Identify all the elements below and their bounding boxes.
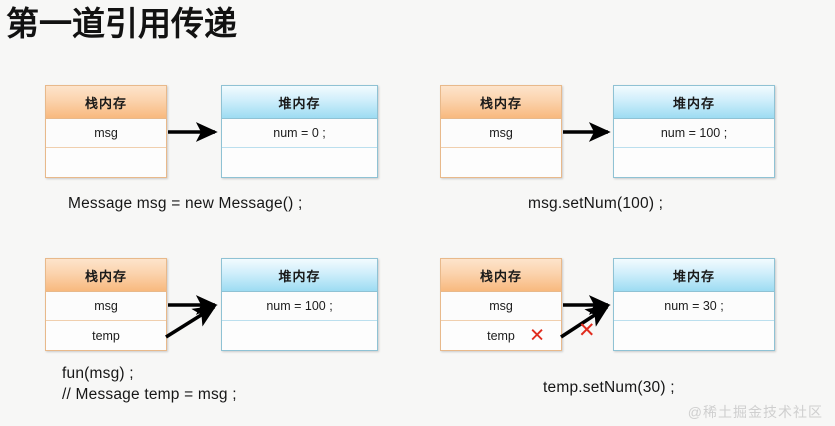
heap-row-empty-3 [222, 321, 377, 350]
caption-1: Message msg = new Message() ; [68, 195, 303, 212]
caption-4: temp.setNum(30) ; [543, 379, 675, 396]
stack-memory-box-1: 栈内存 msg [45, 85, 167, 178]
stack-memory-box-4: 栈内存 msg temp ✕ [440, 258, 562, 351]
stack-row-msg-3: msg [46, 292, 166, 321]
stack-header-4: 栈内存 [441, 259, 561, 292]
heap-memory-box-3: 堆内存 num = 100 ; [221, 258, 378, 351]
stack-row-temp-4: temp ✕ [441, 321, 561, 350]
heap-row-empty-4 [614, 321, 774, 350]
stack-memory-box-2: 栈内存 msg [440, 85, 562, 178]
heap-row-num-2: num = 100 ; [614, 119, 774, 148]
stack-row-msg-1: msg [46, 119, 166, 148]
stack-row-empty-2 [441, 148, 561, 177]
heap-row-num-1: num = 0 ; [222, 119, 377, 148]
heap-row-num-3: num = 100 ; [222, 292, 377, 321]
caption-3: fun(msg) ; // Message temp = msg ; [62, 365, 237, 403]
heap-memory-box-1: 堆内存 num = 0 ; [221, 85, 378, 178]
arrow-temp-to-heap-3 [165, 305, 217, 339]
heap-header-3: 堆内存 [222, 259, 377, 292]
stack-row-temp-3: temp [46, 321, 166, 350]
stack-memory-box-3: 栈内存 msg temp [45, 258, 167, 351]
stack-row-msg-2: msg [441, 119, 561, 148]
heap-header-4: 堆内存 [614, 259, 774, 292]
page-title: 第一道引用传递 [6, 5, 237, 42]
x-mark-icon-temp-arrow: ✕ [578, 318, 596, 342]
heap-memory-box-4: 堆内存 num = 30 ; [613, 258, 775, 351]
stack-header-2: 栈内存 [441, 86, 561, 119]
heap-row-num-4: num = 30 ; [614, 292, 774, 321]
stack-header-1: 栈内存 [46, 86, 166, 119]
x-mark-icon-temp-row: ✕ [529, 324, 545, 346]
heap-row-empty-2 [614, 148, 774, 177]
watermark: @稀土掘金技术社区 [687, 404, 823, 420]
stack-header-3: 栈内存 [46, 259, 166, 292]
heap-header-1: 堆内存 [222, 86, 377, 119]
heap-row-empty-1 [222, 148, 377, 177]
stack-row-temp-label-4: temp [487, 328, 515, 343]
stack-row-msg-4: msg [441, 292, 561, 321]
arrow-temp-to-heap-4 [560, 305, 610, 339]
stack-row-empty-1 [46, 148, 166, 177]
caption-2: msg.setNum(100) ; [528, 195, 664, 212]
heap-memory-box-2: 堆内存 num = 100 ; [613, 85, 775, 178]
heap-header-2: 堆内存 [614, 86, 774, 119]
